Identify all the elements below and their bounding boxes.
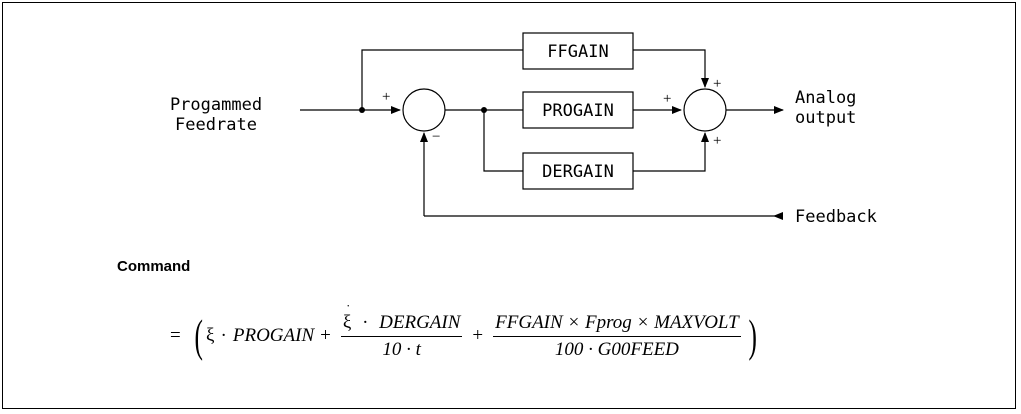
figure-frame — [2, 2, 1016, 409]
sum2-plus-top: + — [713, 76, 721, 92]
input-label-line2: Feedrate — [175, 115, 257, 135]
formula-equals: = — [170, 325, 181, 346]
sum1-plus-sign: + — [382, 89, 390, 105]
formula-fraction-feedforward: FFGAIN × Fprog × MAXVOLT 100 · G00FEED — [493, 312, 741, 361]
progain-block — [522, 91, 634, 129]
formula-dot-op: · — [220, 325, 227, 346]
summing-junction-error — [402, 88, 446, 132]
formula-fraction-derivative: ˙ξ · DERGAIN 10 · t — [340, 302, 463, 361]
ffgain-block-label: FFGAIN — [547, 42, 608, 62]
output-label-line2: output — [795, 108, 856, 128]
feedback-label: Feedback — [795, 207, 877, 227]
command-heading: Command — [117, 258, 191, 275]
dergain-block — [522, 152, 634, 190]
formula-xi: ξ — [206, 325, 215, 346]
formula-close-paren: ) — [748, 310, 757, 361]
feedforward-line — [361, 49, 523, 110]
dergain-block-label: DERGAIN — [542, 162, 614, 182]
sum2-plus-left: + — [663, 91, 671, 107]
dergain-output-line — [633, 132, 709, 172]
fraction-derivative-denominator: 10 · t — [382, 338, 421, 360]
input-label-line1: Progammed — [170, 95, 262, 115]
formula-open-paren: ( — [194, 310, 203, 361]
output-label-line1: Analog — [795, 88, 856, 108]
ffgain-block — [522, 32, 634, 70]
formula-plus-2: + — [472, 325, 484, 346]
formula-progain: PROGAIN — [232, 325, 315, 346]
command-formula: = ( ξ · PROGAIN + ˙ξ · DERGAIN 10 · t + … — [170, 302, 760, 366]
xi-dot-symbol: ˙ξ — [342, 302, 352, 333]
progain-block-label: PROGAIN — [542, 101, 614, 121]
feedback-arrowhead — [773, 212, 783, 220]
sum1-minus-sign: − — [432, 129, 440, 145]
summing-junction-output — [683, 88, 727, 132]
fraction-feedforward-numerator: FFGAIN × Fprog × MAXVOLT — [493, 312, 741, 337]
ffgain-output-line — [633, 49, 709, 88]
formula-plus-1: + — [320, 325, 331, 346]
sum2-plus-bottom: + — [713, 133, 721, 149]
derivative-branch-line — [483, 110, 523, 172]
fraction-feedforward-denominator: 100 · G00FEED — [554, 338, 679, 360]
fraction-derivative-numerator: ˙ξ · DERGAIN — [340, 302, 463, 337]
